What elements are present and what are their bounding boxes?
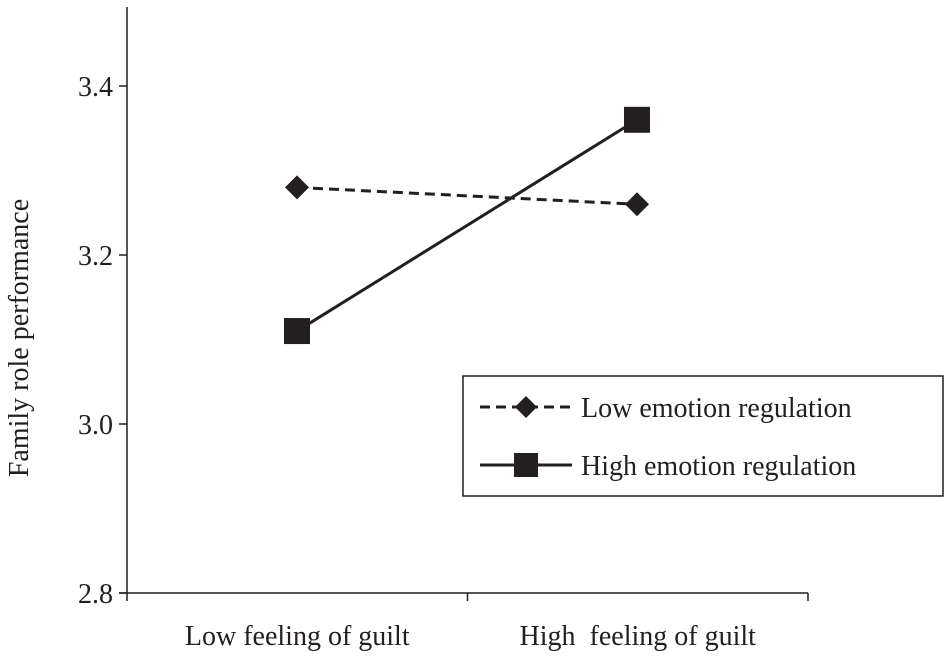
y-tick-label: 3.0 [78, 410, 113, 441]
series-layer [284, 106, 650, 345]
axes: 2.8 3.0 3.2 3.4 Low feeling of guilt High fe… [78, 7, 809, 652]
diamond-marker [625, 192, 649, 217]
legend-entry: High emotion regulation [480, 451, 856, 482]
square-marker [624, 106, 650, 133]
y-tick-label: 3.4 [78, 72, 113, 103]
y-axis-title: Family role performance [4, 199, 35, 477]
square-marker [284, 318, 310, 345]
series-high-emotion-regulation [284, 106, 650, 345]
legend-label: Low emotion regulation [581, 393, 852, 424]
y-tick-label: 3.2 [78, 241, 113, 272]
x-tick-label: High feeling of guilt [520, 621, 757, 652]
y-ticks: 2.8 3.0 3.2 3.4 [78, 72, 127, 610]
x-tick-label: Low feeling of guilt [185, 621, 410, 652]
x-ticks: Low feeling of guilt High feeling of guil… [126, 593, 809, 652]
series-low-emotion-regulation [285, 175, 649, 217]
y-tick-label: 2.8 [78, 579, 113, 610]
diamond-marker [515, 396, 537, 418]
series-line [296, 185, 638, 206]
series-line [296, 118, 638, 333]
legend-box [462, 375, 944, 497]
legend-entry: Low emotion regulation [480, 393, 852, 424]
diamond-marker [285, 175, 309, 200]
square-marker [514, 453, 538, 477]
legend-label: High emotion regulation [581, 451, 856, 482]
